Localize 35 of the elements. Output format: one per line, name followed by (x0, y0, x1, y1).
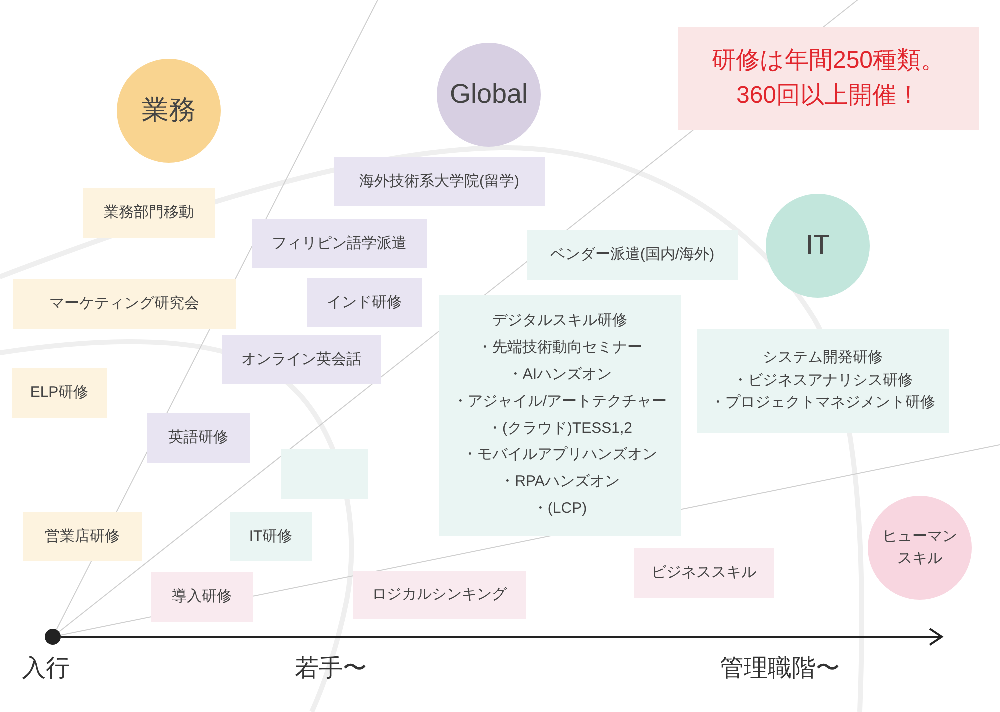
training-box: 英語研修 (147, 413, 250, 463)
training-box: インド研修 (307, 278, 422, 327)
list-item: ・AIハンズオン (508, 364, 612, 385)
list-item: ・プロジェクトマネジメント研修 (710, 393, 936, 414)
training-box: ベンダー派遣(国内/海外) (527, 230, 738, 280)
box-heading: システム開発研修 (763, 348, 883, 368)
list-item: ・モバイルアプリハンズオン (462, 445, 658, 466)
note-box: 研修は年間250種類。360回以上開催！ (678, 27, 979, 130)
training-box: フィリピン語学派遣 (252, 219, 427, 268)
list-item: ・(LCP) (532, 498, 588, 519)
training-box: マーケティング研究会 (13, 279, 236, 329)
list-item: ・(クラウド)TESS1,2 (487, 418, 633, 438)
box-heading: デジタルスキル研修 (492, 311, 628, 332)
training-box: 導入研修 (151, 572, 253, 622)
training-box (281, 449, 368, 499)
training-box: 業務部門移動 (83, 188, 215, 238)
training-box: 海外技術系大学院(留学) (334, 157, 545, 206)
axis-label: 入行 (22, 654, 70, 684)
training-box: 営業店研修 (23, 512, 142, 561)
axis-label: 若手〜 (295, 654, 367, 684)
list-item: ・ビジネスアナリシス研修 (733, 370, 913, 391)
training-box (439, 295, 681, 536)
list-item: ・アジャイル/アートテクチャー (452, 392, 668, 412)
list-item: ・先端技術動向セミナー (478, 338, 642, 358)
category-circle: ヒューマンスキル (868, 496, 972, 600)
training-box: ビジネススキル (634, 548, 774, 598)
training-box: オンライン英会話 (222, 335, 381, 384)
category-circle: IT (766, 194, 870, 298)
list-item: ・RPAハンズオン (500, 472, 620, 492)
training-box: ELP研修 (12, 368, 107, 418)
category-circle: Global (437, 43, 541, 147)
training-box: ロジカルシンキング (353, 571, 526, 619)
axis-label: 管理職階〜 (720, 654, 840, 684)
category-circle: 業務 (117, 59, 221, 163)
training-box: IT研修 (230, 512, 312, 561)
